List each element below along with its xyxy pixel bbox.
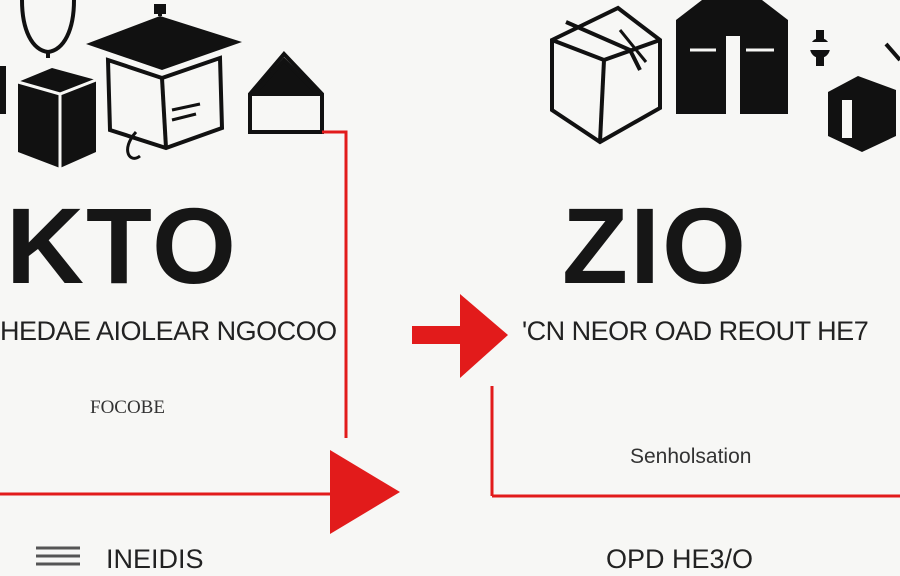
left-title: KTO (6, 185, 239, 306)
arrow-head-icon (330, 450, 400, 534)
arrow-right-icon (412, 294, 508, 378)
gear-icon (810, 30, 830, 66)
building-icon (676, 0, 788, 114)
left-footer: INEIDIS (106, 544, 204, 574)
right-footer: OPD HE3/O (606, 544, 754, 574)
connector-lines (0, 130, 900, 498)
house-icon (248, 51, 324, 134)
right-subtitle: 'CN NEOR OAD REOUT HE7 (522, 316, 869, 346)
list-icon (36, 546, 80, 566)
left-caption: FOCOBE (90, 397, 165, 418)
right-title: ZIO (562, 185, 748, 306)
graduation-cap-icon (86, 4, 242, 160)
edge-icon (0, 66, 6, 114)
left-subtitle: HEDAE AIOLEAR NGOCOO (0, 316, 337, 346)
left-connector (322, 130, 348, 438)
lamp-icon (20, 0, 76, 58)
cube-icon (828, 42, 900, 152)
cube-icon (17, 68, 97, 168)
box-icon (550, 5, 662, 145)
right-caption: Senholsation (630, 445, 752, 468)
